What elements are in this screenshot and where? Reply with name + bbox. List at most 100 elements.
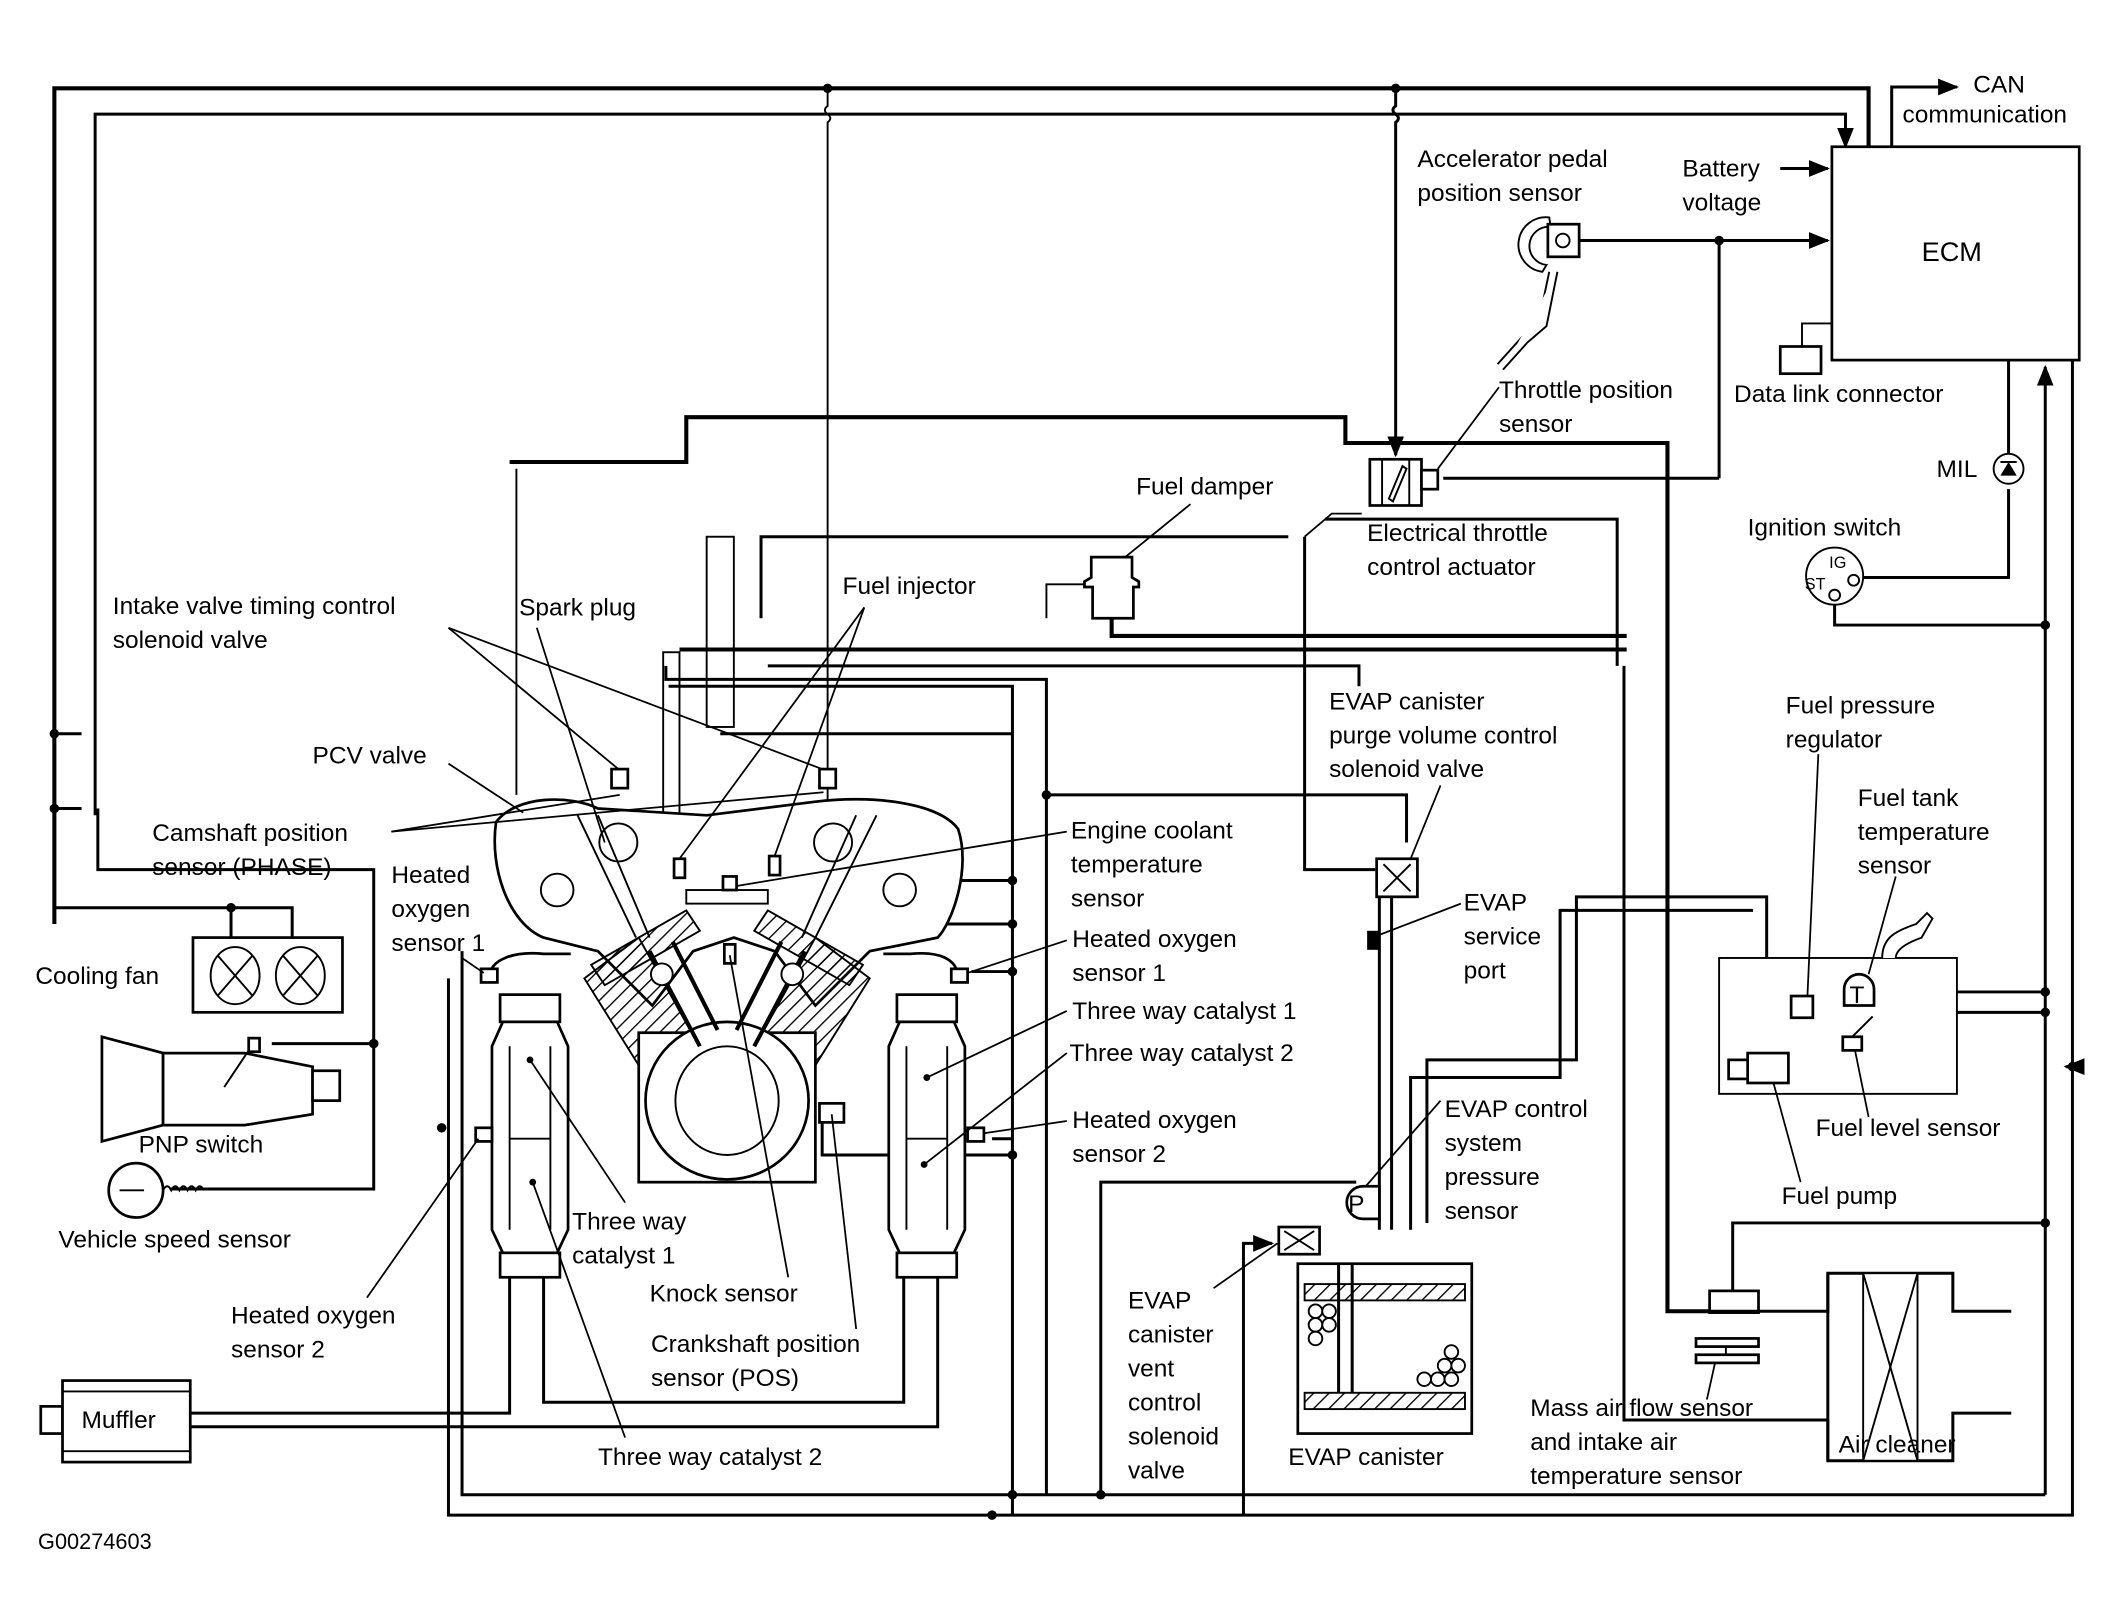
svg-text:control actuator[interactable]: control actuator [1367, 554, 1536, 581]
evap-canister[interactable]: EVAP canister [1288, 1262, 1474, 1471]
mil-indicator[interactable]: MIL [1937, 452, 2025, 485]
evap-vent-solenoid[interactable] [1213, 1225, 1321, 1289]
svg-text:Fuel injector: Fuel injector [843, 573, 976, 600]
svg-text:vent: vent [1128, 1355, 1174, 1382]
svg-text:CAN: CAN [1973, 71, 2025, 98]
regulator-icon[interactable] [1789, 994, 1815, 1020]
air-cleaner-label[interactable]: Air cleaner [1839, 1432, 1956, 1459]
svg-text:port: port [1464, 957, 1506, 984]
temp-sensor-icon[interactable] [1842, 972, 1876, 1007]
pnp-switch-label[interactable]: PNP switch [139, 1131, 264, 1158]
ignition-switch-icon[interactable] [1805, 546, 1865, 606]
service-port-icon[interactable] [1367, 930, 1378, 950]
svg-text:sensor 1: sensor 1 [1072, 960, 1166, 987]
fuel-tank-temperature-sensor[interactable]: T [1842, 876, 1897, 1009]
ho2s1-left-sensor-icon[interactable] [479, 967, 499, 984]
fuel-pump-icon[interactable] [1746, 1051, 1790, 1085]
label-ho2s1-right: Heated oxygen sensor 1 [967, 926, 1237, 987]
cooling-fan[interactable]: Cooling fan [35, 936, 344, 1014]
svg-text:system: system [1445, 1130, 1522, 1157]
svg-text:T[interactable]: T [1850, 982, 1865, 1009]
muffler-label[interactable]: Muffler [82, 1407, 156, 1434]
svg-text:ST[interactable]: ST [1805, 576, 1826, 594]
label-ho2s2-left: Heated oxygen sensor 2 [231, 1138, 480, 1363]
ho2s2-left-sensor-icon[interactable] [474, 1126, 494, 1143]
transmission-icon[interactable] [100, 1035, 165, 1144]
pressure-sensor-icon[interactable] [1345, 1184, 1381, 1221]
svg-text:sensor 2: sensor 2 [1072, 1141, 1166, 1168]
svg-text:Heated oxygen: Heated oxygen [1072, 926, 1237, 953]
fuel-pump[interactable] [1727, 1051, 1802, 1183]
fuel-damper-label[interactable]: Fuel damper [1136, 474, 1273, 501]
maf-sensor-icon[interactable] [1708, 1289, 1760, 1314]
ho2s2-right-sensor-icon[interactable] [966, 1126, 986, 1143]
fuel-damper[interactable]: Fuel damper [1083, 474, 1273, 620]
svg-text:sensor (PHASE): sensor (PHASE) [152, 854, 331, 881]
svg-text:EVAP: EVAP [1464, 889, 1527, 916]
engine-block[interactable] [493, 535, 964, 1184]
svg-text:P[interactable]: P [1348, 1191, 1364, 1218]
data-link-connector-icon[interactable] [1778, 345, 1823, 376]
svg-text:control: control [1128, 1389, 1201, 1416]
mass-air-flow-sensor[interactable] [1694, 1289, 1760, 1400]
ignition-switch[interactable]: Ignition switch IG ST [1748, 514, 1902, 606]
evap-purge-solenoid[interactable] [1375, 785, 1442, 899]
fuel-level-sensor[interactable] [1841, 1015, 1874, 1118]
level-sensor-icon[interactable] [1841, 1035, 1864, 1052]
svg-text:temperature sensor: temperature sensor [1530, 1463, 1742, 1490]
svg-text:IG[interactable]: IG [1829, 554, 1846, 572]
right-exhaust-bank[interactable] [883, 951, 986, 1279]
ignition-switch-label[interactable]: Ignition switch [1748, 514, 1902, 541]
ecm-module[interactable]: ECM [1830, 145, 2081, 362]
svg-text:Fuel tank: Fuel tank [1858, 785, 1959, 812]
electrical-throttle-control-actuator[interactable]: Electrical throttle control actuator [1304, 457, 1548, 581]
fuel-pressure-regulator[interactable] [1789, 754, 1820, 1020]
svg-text:service: service [1464, 923, 1541, 950]
label-evap-pressure-sensor: EVAP control system pressure sensor [1445, 1096, 1588, 1225]
data-link-connector-label[interactable]: Data link connector [1734, 381, 1943, 408]
accelerator-pedal-position-sensor[interactable]: Accelerator pedal position sensor [1417, 146, 1608, 371]
evap-service-port[interactable] [1367, 902, 1462, 950]
left-exhaust-bank[interactable] [474, 951, 571, 1279]
svg-text:sensor: sensor [1445, 1198, 1518, 1225]
label-camshaft-position-sensor: Camshaft position sensor (PHASE) [152, 791, 824, 881]
svg-text:Three way catalyst 2: Three way catalyst 2 [1070, 1040, 1294, 1067]
label-three-way-catalyst-1-left: Three way catalyst 1 [526, 1056, 687, 1270]
svg-text:Fuel level sensor: Fuel level sensor [1816, 1115, 2001, 1142]
svg-text:Three way catalyst 1: Three way catalyst 1 [1072, 998, 1296, 1025]
svg-text:position sensor[interactable]: position sensor [1417, 180, 1581, 207]
carbon-pellets[interactable] [1307, 1303, 1466, 1387]
pnp-switch[interactable]: PNP switch [100, 1035, 342, 1158]
cooling-fan-label[interactable]: Cooling fan [35, 963, 159, 990]
air-cleaner[interactable]: Air cleaner [1623, 1271, 2012, 1463]
svg-text:Three way: Three way [572, 1209, 687, 1236]
vehicle-speed-sensor[interactable]: Vehicle speed sensor [58, 1161, 291, 1253]
label-evap-vent-solenoid: EVAP canister vent control solenoid valv… [1128, 1288, 1219, 1485]
ho2s1-right-sensor-icon[interactable] [949, 967, 969, 984]
svg-text:EVAP: EVAP [1128, 1288, 1191, 1315]
accelerator-pedal-icon[interactable] [1496, 216, 1581, 371]
fan-icon[interactable] [209, 946, 326, 1006]
svg-text:Spark plug: Spark plug [519, 595, 636, 622]
svg-text:Three way catalyst 2: Three way catalyst 2 [598, 1444, 822, 1471]
data-link-connector[interactable]: Data link connector [1734, 345, 1943, 409]
label-spark-plug: Spark plug [519, 595, 636, 843]
can-communication-label: CAN communication [1903, 71, 2067, 128]
muffler-icon[interactable] [61, 1379, 192, 1464]
svg-text:PCV valve: PCV valve [313, 743, 427, 770]
svg-text:temperature: temperature [1071, 851, 1203, 878]
vehicle-speed-sensor-label[interactable]: Vehicle speed sensor [58, 1226, 290, 1253]
svg-text:Electrical throttle[interactable]: Electrical throttle [1367, 520, 1548, 547]
evap-canister-label[interactable]: EVAP canister [1288, 1444, 1443, 1471]
svg-text:voltage: voltage [1682, 190, 1761, 217]
wiring-harness [52, 78, 2085, 1517]
svg-text:Accelerator pedal[interactable]: Accelerator pedal [1417, 146, 1607, 173]
evap-pressure-sensor[interactable]: P [1345, 1100, 1442, 1221]
muffler[interactable]: Muffler [39, 1379, 192, 1464]
label-three-way-catalyst-2-right: Three way catalyst 2 [920, 1040, 1294, 1168]
svg-text:purge volume control: purge volume control [1329, 722, 1557, 749]
svg-text:EVAP control: EVAP control [1445, 1096, 1588, 1123]
mil-label[interactable]: MIL [1937, 456, 1978, 483]
label-engine-coolant-temperature-sensor: Engine coolant temperature sensor [736, 817, 1233, 912]
fuel-damper-icon[interactable] [1083, 555, 1141, 620]
